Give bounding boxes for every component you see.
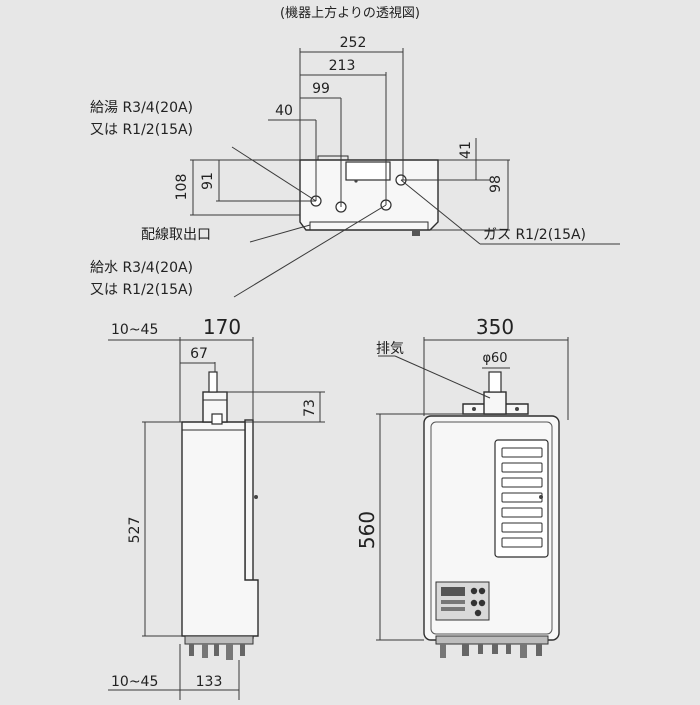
leader-water <box>233 204 387 298</box>
top-view-dot <box>354 179 358 183</box>
label-gas: ガス R1/2(15A) <box>483 227 586 243</box>
dim-gap-bottom: 10~45 <box>111 674 158 690</box>
dim-67: 67 <box>190 346 208 362</box>
side-view-screw <box>254 495 258 499</box>
dim-91: 91 <box>200 172 216 190</box>
label-hot-water-1: 給湯 R3/4(20A) <box>90 99 193 116</box>
front-view: 350 排気 φ60 560 <box>355 315 569 658</box>
dim-108: 108 <box>174 174 190 201</box>
label-exhaust: 排気 <box>376 341 404 357</box>
dim-252: 252 <box>340 35 367 51</box>
side-view: 10~45 170 67 73 527 10~45 133 <box>108 315 325 700</box>
dim-73: 73 <box>302 399 318 417</box>
top-view: 252 213 99 40 108 91 41 98 給湯 R3/4(20A) … <box>90 35 620 298</box>
label-hot-water-2: 又は R1/2(15A) <box>90 122 193 138</box>
dim-560: 560 <box>355 511 379 549</box>
label-wiring: 配線取出口 <box>141 227 211 243</box>
dim-213: 213 <box>329 58 356 74</box>
front-view-exhaust-pipe <box>483 391 507 415</box>
front-view-screw <box>539 495 543 499</box>
leader-wiring <box>249 224 311 243</box>
dim-170: 170 <box>203 315 241 339</box>
dim-527: 527 <box>127 517 143 544</box>
front-view-control-panel <box>435 581 490 621</box>
dim-diameter: φ60 <box>482 351 507 366</box>
label-water-1: 給水 R3/4(20A) <box>90 260 193 276</box>
top-view-foot <box>412 230 420 236</box>
side-view-pipe-top <box>208 371 218 393</box>
side-view-pipe-collar <box>211 413 223 425</box>
leader-exhaust <box>394 355 491 399</box>
front-view-vent-louvers <box>501 447 543 548</box>
top-view-bottom-frame <box>309 221 429 231</box>
dim-133: 133 <box>196 674 223 690</box>
front-view-front-panel <box>430 421 553 635</box>
dim-40: 40 <box>275 103 293 119</box>
leader-hot-water <box>231 146 317 202</box>
dim-gap-top: 10~45 <box>111 322 158 338</box>
front-view-vent-panel <box>494 439 549 558</box>
dim-98: 98 <box>488 175 504 193</box>
caption: (機器上方よりの透視図) <box>280 5 420 21</box>
side-view-bottom-fittings <box>184 635 254 660</box>
dim-350: 350 <box>476 315 514 339</box>
top-view-flue-collar <box>317 155 349 160</box>
dim-41: 41 <box>458 141 474 159</box>
dim-99: 99 <box>312 81 330 97</box>
front-view-bottom-fittings <box>435 635 549 658</box>
leader-gas <box>400 179 481 245</box>
front-view-exhaust-top <box>488 371 502 393</box>
label-water-2: 又は R1/2(15A) <box>90 282 193 298</box>
top-view-panel <box>345 161 391 181</box>
